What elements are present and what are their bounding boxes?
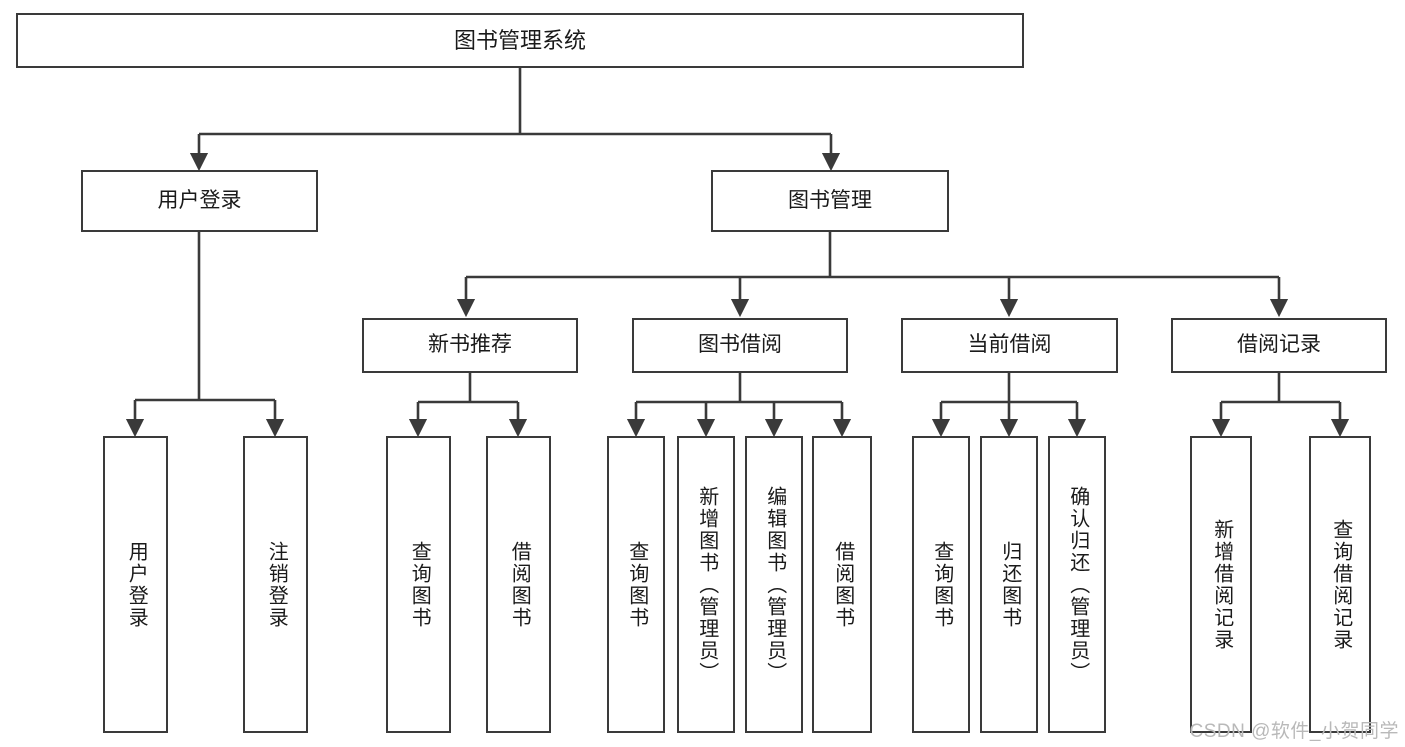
node-leaf-query-borrow-record[interactable]: 查询借阅记录 <box>1309 436 1371 733</box>
node-label: 图书管理系统 <box>453 27 586 53</box>
node-leaf-query-book-current[interactable]: 查询图书 <box>912 436 970 733</box>
node-leaf-edit-book-admin[interactable]: 编辑图书（管理员） <box>745 436 803 733</box>
node-label: 借阅记录 <box>1237 333 1321 357</box>
node-label: 当前借阅 <box>967 333 1052 357</box>
node-label: 图书管理 <box>788 188 872 212</box>
node-label: 查询图书 <box>930 540 953 629</box>
node-label: 新增图书（管理员） <box>695 485 718 684</box>
node-label: 图书借阅 <box>698 333 782 357</box>
node-label: 确认归还（管理员） <box>1066 485 1089 684</box>
node-leaf-query-book-borrow[interactable]: 查询图书 <box>607 436 665 733</box>
node-label: 注销登录 <box>265 540 288 629</box>
node-label: 查询图书 <box>625 540 648 629</box>
node-label: 查询图书 <box>408 540 431 629</box>
node-leaf-add-borrow-record[interactable]: 新增借阅记录 <box>1190 436 1252 733</box>
node-current-borrow[interactable]: 当前借阅 <box>901 318 1118 373</box>
watermark: CSDN @软件_小贺同学 <box>1189 721 1399 742</box>
node-label: 用户登录 <box>125 540 148 629</box>
node-leaf-confirm-return-admin[interactable]: 确认归还（管理员） <box>1048 436 1106 733</box>
node-root-system[interactable]: 图书管理系统 <box>16 13 1024 68</box>
node-leaf-user-login[interactable]: 用户登录 <box>103 436 168 733</box>
node-label: 借阅图书 <box>831 540 854 629</box>
node-borrow-records[interactable]: 借阅记录 <box>1171 318 1387 373</box>
node-leaf-return-book[interactable]: 归还图书 <box>980 436 1038 733</box>
node-leaf-borrow-book-newbook[interactable]: 借阅图书 <box>486 436 551 733</box>
node-user-login[interactable]: 用户登录 <box>81 170 318 232</box>
node-book-management[interactable]: 图书管理 <box>711 170 949 232</box>
node-label: 归还图书 <box>998 540 1021 629</box>
node-new-book-recommend[interactable]: 新书推荐 <box>362 318 578 373</box>
node-leaf-borrow-book[interactable]: 借阅图书 <box>812 436 872 733</box>
node-leaf-query-book-newbook[interactable]: 查询图书 <box>386 436 451 733</box>
node-label: 查询借阅记录 <box>1329 518 1352 651</box>
node-leaf-logout[interactable]: 注销登录 <box>243 436 308 733</box>
node-label: 编辑图书（管理员） <box>763 485 786 684</box>
node-label: 新书推荐 <box>428 333 512 357</box>
node-label: 借阅图书 <box>508 540 531 629</box>
node-label: 用户登录 <box>157 188 242 212</box>
node-label: 新增借阅记录 <box>1210 518 1233 651</box>
node-leaf-add-book-admin[interactable]: 新增图书（管理员） <box>677 436 735 733</box>
node-book-borrow[interactable]: 图书借阅 <box>632 318 848 373</box>
